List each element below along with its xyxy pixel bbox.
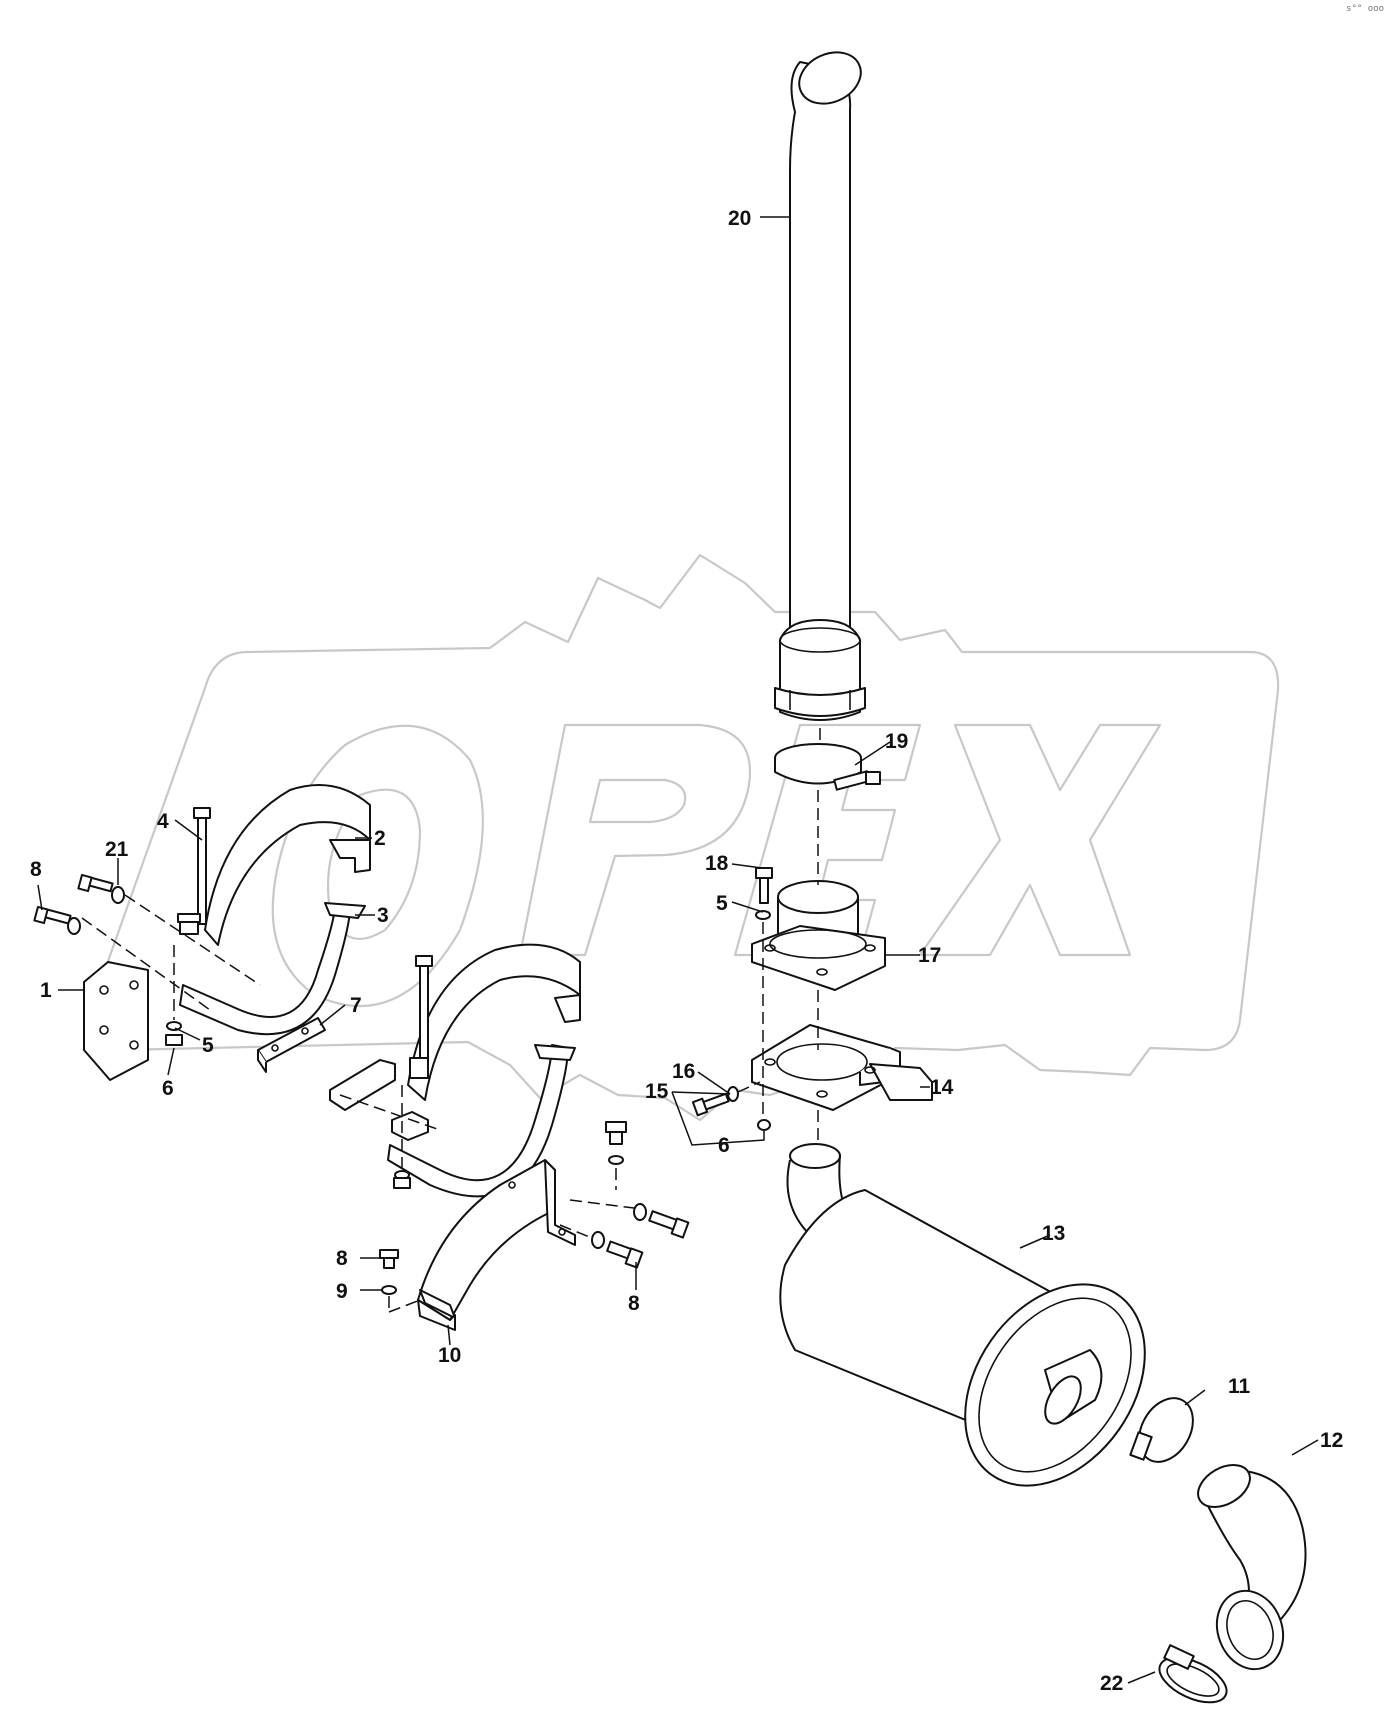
clamp-part-19	[774, 743, 881, 791]
callout-20: 20	[728, 207, 751, 230]
callout-4: 4	[157, 810, 169, 833]
callout-9: 9	[336, 1280, 348, 1303]
leader-lines	[37, 216, 1319, 1684]
callout-1: 1	[40, 979, 52, 1002]
tailpipe-part-20	[774, 51, 866, 721]
assembly-axes	[81, 728, 821, 1313]
muffler-part-13	[779, 1143, 1146, 1487]
hose-clamp-part-22	[1158, 1644, 1228, 1704]
callout-18: 18	[705, 852, 729, 875]
callout-14: 14	[930, 1076, 954, 1099]
band-strap-part-2	[204, 784, 371, 946]
callout-8-left: 8	[30, 858, 42, 881]
callout-21: 21	[105, 838, 129, 861]
callout-7: 7	[350, 994, 362, 1017]
bolts-middle	[379, 1121, 690, 1295]
watermark-gear-outline	[88, 553, 1280, 1122]
t-bolt-part-4	[177, 807, 211, 935]
bolt-set-15-16	[691, 1086, 771, 1131]
mounting-plate-part-1	[83, 961, 149, 1081]
elbow-pipe-part-12	[1197, 1464, 1307, 1671]
callout-5-left: 5	[202, 1034, 214, 1057]
callout-8-middle: 8	[336, 1247, 348, 1270]
callout-2: 2	[374, 827, 386, 850]
watermark-letter-o-inner	[326, 788, 422, 940]
callout-11: 11	[1228, 1375, 1251, 1398]
support-bracket-part-10	[417, 1159, 576, 1331]
bolt-part-18	[755, 867, 773, 920]
callout-6-left: 6	[162, 1077, 174, 1100]
callout-19: 19	[885, 730, 908, 753]
clamp-part-11	[1129, 1397, 1194, 1463]
watermark-letter-o	[271, 724, 484, 1008]
callout-13: 13	[1042, 1222, 1065, 1245]
callout-12: 12	[1320, 1429, 1343, 1452]
callout-10: 10	[438, 1344, 461, 1367]
watermark-letter-p-inner	[588, 778, 687, 824]
callout-17: 17	[918, 944, 941, 967]
bolts-left-8-21	[33, 873, 183, 1046]
callout-8-right: 8	[628, 1292, 640, 1315]
callout-16: 16	[672, 1060, 695, 1083]
callout-5-right: 5	[716, 892, 728, 915]
flange-part-17	[751, 880, 886, 991]
watermark-letter-x	[918, 723, 1162, 957]
plate-part-7	[257, 1017, 326, 1073]
bracket-part-14	[751, 1024, 933, 1111]
watermark-letter-p	[518, 723, 752, 957]
callout-22: 22	[1100, 1672, 1123, 1695]
callout-3: 3	[377, 904, 389, 927]
band-assembly-middle	[329, 943, 581, 1198]
corner-mark: s°° ooo	[1346, 4, 1384, 14]
watermark-logo	[88, 553, 1280, 1122]
callout-labels: 20 19 18 5 17 14 16 15 6 13 11 12 22 1 2…	[30, 207, 1343, 1695]
band-strap-part-3	[179, 902, 366, 1036]
callout-6-right: 6	[718, 1134, 730, 1157]
callout-15: 15	[645, 1080, 669, 1103]
